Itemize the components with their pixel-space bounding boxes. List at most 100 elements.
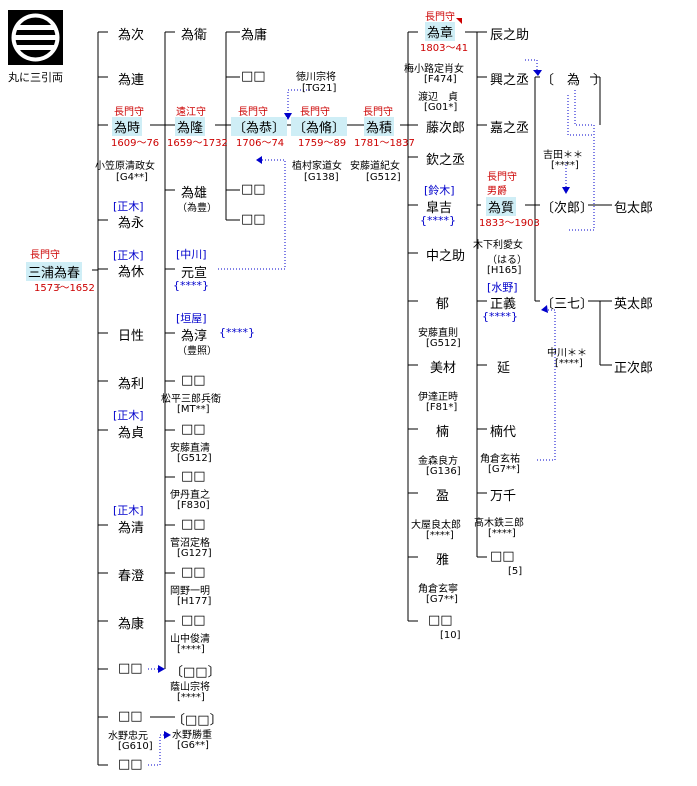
g2-tag: [正木] <box>113 409 144 422</box>
g8-name[interactable]: 為質 <box>486 197 517 216</box>
g2-name[interactable]: 為利 <box>118 377 145 392</box>
g8-spouse: 高木鉄三郎 <box>474 518 524 529</box>
g4-name[interactable]: 為庸 <box>241 28 268 43</box>
g7-name[interactable]: 皐吉 <box>426 201 453 216</box>
g3-tag: [中川] <box>176 248 207 261</box>
g4-name[interactable]: □□ <box>241 69 266 84</box>
g7-name[interactable]: 楠 <box>436 425 450 440</box>
g9-name[interactable]: 〔三七〕 <box>541 297 594 312</box>
g2-name[interactable]: □□ <box>118 757 143 772</box>
root-name[interactable]: 三浦為春 <box>26 262 83 281</box>
g3-name[interactable]: 〔□□〕 <box>172 713 223 728</box>
g8-title2: 男爵 <box>487 186 507 197</box>
g2-name[interactable]: 為休 <box>118 265 145 280</box>
g10-name[interactable]: 包太郎 <box>614 201 654 216</box>
g2-spouse: 水野忠元 <box>108 731 148 742</box>
g2-name[interactable]: 為清 <box>118 521 145 536</box>
g8-years: 1833～1903 <box>479 218 540 229</box>
g7-name[interactable]: 中之助 <box>426 249 466 264</box>
g9-name[interactable]: 〔 為 〕 <box>541 73 607 88</box>
g8-name[interactable]: 興之丞 <box>490 73 530 88</box>
g8-name[interactable]: 万千 <box>490 489 517 504</box>
g3-name[interactable]: □□ <box>181 517 206 532</box>
g3-name[interactable]: □□ <box>181 373 206 388</box>
g3-name[interactable]: □□ <box>181 613 206 628</box>
g2-name[interactable]: 春澄 <box>118 569 145 584</box>
g2-name[interactable]: 為時 <box>112 117 143 136</box>
g5-years: 1759～89 <box>298 138 347 149</box>
g2-name[interactable]: 為康 <box>118 617 145 632</box>
g3-name[interactable]: 為衛 <box>181 28 208 43</box>
g3-name[interactable]: □□ <box>181 422 206 437</box>
g7-name[interactable]: 盈 <box>436 489 450 504</box>
g6-years: 1781～1837 <box>354 138 415 149</box>
g8-name[interactable]: 辰之助 <box>490 28 530 43</box>
g5-name[interactable]: 〔為脩〕 <box>291 117 348 136</box>
g2-tag: [正木] <box>113 200 144 213</box>
g3-code: [H177] <box>177 596 212 607</box>
g8-code: {****} <box>482 310 518 323</box>
g6-title: 長門守 <box>363 107 393 118</box>
g3-spouse: 安藤直清 <box>170 443 210 454</box>
g3-name[interactable]: 為隆 <box>175 117 206 136</box>
g8-name[interactable]: □□ <box>490 549 515 564</box>
g8-name[interactable]: 楠代 <box>490 425 517 440</box>
g3-spouse: 蔭山宗将 <box>170 682 210 693</box>
g2-tag: [正木] <box>113 504 144 517</box>
g3-name[interactable]: 為淳 <box>181 329 208 344</box>
g8-note: （はる） <box>487 255 527 266</box>
g3-name[interactable]: □□ <box>181 469 206 484</box>
g5-spouse: 植村家道女 <box>292 161 342 172</box>
g8-title: 長門守 <box>487 172 517 183</box>
g8-name[interactable]: 正義 <box>490 297 517 312</box>
g3-code: [G6**] <box>177 740 209 751</box>
g3-note: （豊照） <box>177 346 217 357</box>
g2-name[interactable]: 日性 <box>118 329 145 344</box>
g2-name[interactable]: □□ <box>118 709 143 724</box>
g2-spouse: 小笠原清政女 <box>95 161 155 172</box>
g10-name[interactable]: 正次郎 <box>614 361 654 376</box>
g2-name[interactable]: 為貞 <box>118 426 145 441</box>
g3-code: {****} <box>173 279 209 292</box>
g10-name[interactable]: 英太郎 <box>614 297 654 312</box>
g2-name[interactable]: 為永 <box>118 216 145 231</box>
g2-tag: [正木] <box>113 249 144 262</box>
g3-name[interactable]: 〔□□〕 <box>170 665 221 680</box>
g3-name[interactable]: 為雄 <box>181 186 208 201</box>
g7-spouse: 大屋良太郎 <box>411 520 461 531</box>
g3-code: [****] <box>177 644 205 655</box>
root-years: 1573～1652 <box>34 283 95 294</box>
g7-name[interactable]: 雅 <box>436 553 450 568</box>
g3-spouse: 松平三郎兵衛 <box>161 394 221 405</box>
g5-adopt-from: 徳川宗将 <box>296 72 336 83</box>
g7-spouse: 金森良方 <box>418 456 458 467</box>
g3-note: （為豊） <box>177 203 217 214</box>
g3-name[interactable]: 元宣 <box>181 266 208 281</box>
g8-name[interactable]: 嘉之丞 <box>490 121 530 136</box>
g3-code: [G512] <box>177 453 212 464</box>
g7-name[interactable]: 美材 <box>430 361 457 376</box>
g2-name[interactable]: 為連 <box>118 73 145 88</box>
g8-name[interactable]: 延 <box>497 361 511 376</box>
g7-name[interactable]: 藤次郎 <box>426 121 466 136</box>
g4-name[interactable]: □□ <box>241 182 266 197</box>
g8-spouse: 木下利愛女 <box>473 240 523 251</box>
g2-name[interactable]: □□ <box>118 661 143 676</box>
g3-name[interactable]: □□ <box>181 565 206 580</box>
maru-ni-mitsuhikiryo-icon <box>8 10 63 65</box>
g7-name[interactable]: 欽之丞 <box>426 153 466 168</box>
g4-name[interactable]: 〔為恭〕 <box>231 117 288 136</box>
g2-name[interactable]: 為次 <box>118 28 145 43</box>
g6-spouse: 安藤道紀女 <box>350 161 400 172</box>
g7-name[interactable]: □□ <box>428 613 453 628</box>
g7-name[interactable]: 為章 <box>425 22 456 41</box>
g9-from: 吉田＊＊ <box>543 150 583 161</box>
g7-spouse: 角倉玄寧 <box>418 584 458 595</box>
g3-code: [MT**] <box>177 404 210 415</box>
g7-code: [G136] <box>426 466 461 477</box>
g9-name[interactable]: 〔次郎〕 <box>541 201 594 216</box>
g6-name[interactable]: 為積 <box>364 117 395 136</box>
g7-name[interactable]: 郁 <box>436 297 450 312</box>
g7-spouse: 渡辺 貞 <box>418 92 458 103</box>
g4-name[interactable]: □□ <box>241 212 266 227</box>
